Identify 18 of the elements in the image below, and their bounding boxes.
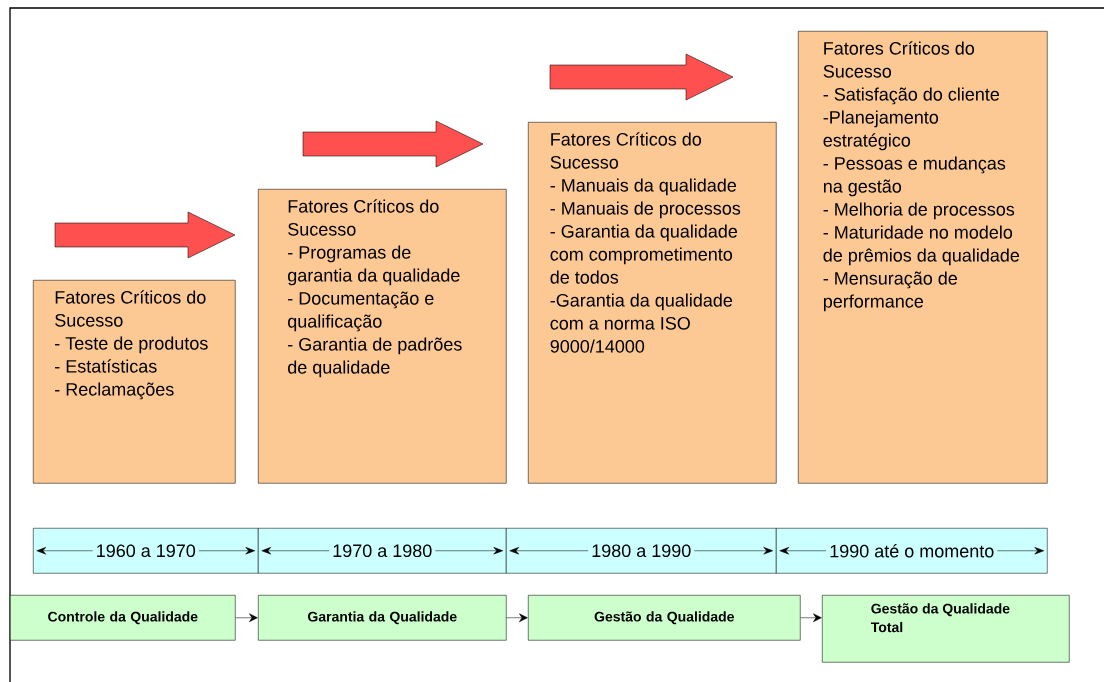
factor-box: Fatores Críticos do Sucesso - Teste de produtos - Estatísticas - Reclamações xyxy=(33,280,236,484)
block-arrow xyxy=(302,120,484,168)
block-arrow xyxy=(549,53,734,101)
stage-box: Controle da Qualidade xyxy=(10,595,236,641)
stage-box: Garantia da Qualidade xyxy=(258,595,507,641)
stage-box: Gestão da Qualidade xyxy=(528,595,801,641)
period-cell: 1960 a 1970 xyxy=(33,528,259,574)
factor-box: Fatores Críticos do Sucesso - Programas de garantia da qualidade - Documentação e qualificação - Garantia de padrões de qualidade xyxy=(258,189,507,484)
arrow xyxy=(235,613,258,623)
block-arrow xyxy=(54,211,236,259)
period-cell: 1980 a 1990 xyxy=(506,528,777,574)
arrow xyxy=(800,613,822,623)
arrow xyxy=(506,613,528,623)
factor-box: Fatores Críticos do Sucesso - Manuais da qualidade - Manuais de processos - Garantia da qualidade com comprometimento de todos -Garantia da qualidade com a norma ISO 9000/14000 xyxy=(528,122,777,484)
period-cell: 1970 a 1980 xyxy=(258,528,507,574)
period-cell: 1990 até o momento xyxy=(776,528,1048,574)
factor-box: Fatores Críticos do Sucesso - Satisfação do cliente -Planejamento estratégico - Pessoas e mudanças na gestão - Melhoria de processos - Maturidade no modelo de prêmios da qualidade - Mensuração de performance xyxy=(798,31,1048,484)
stage-box: Gestão da Qualidade Total xyxy=(822,595,1070,663)
